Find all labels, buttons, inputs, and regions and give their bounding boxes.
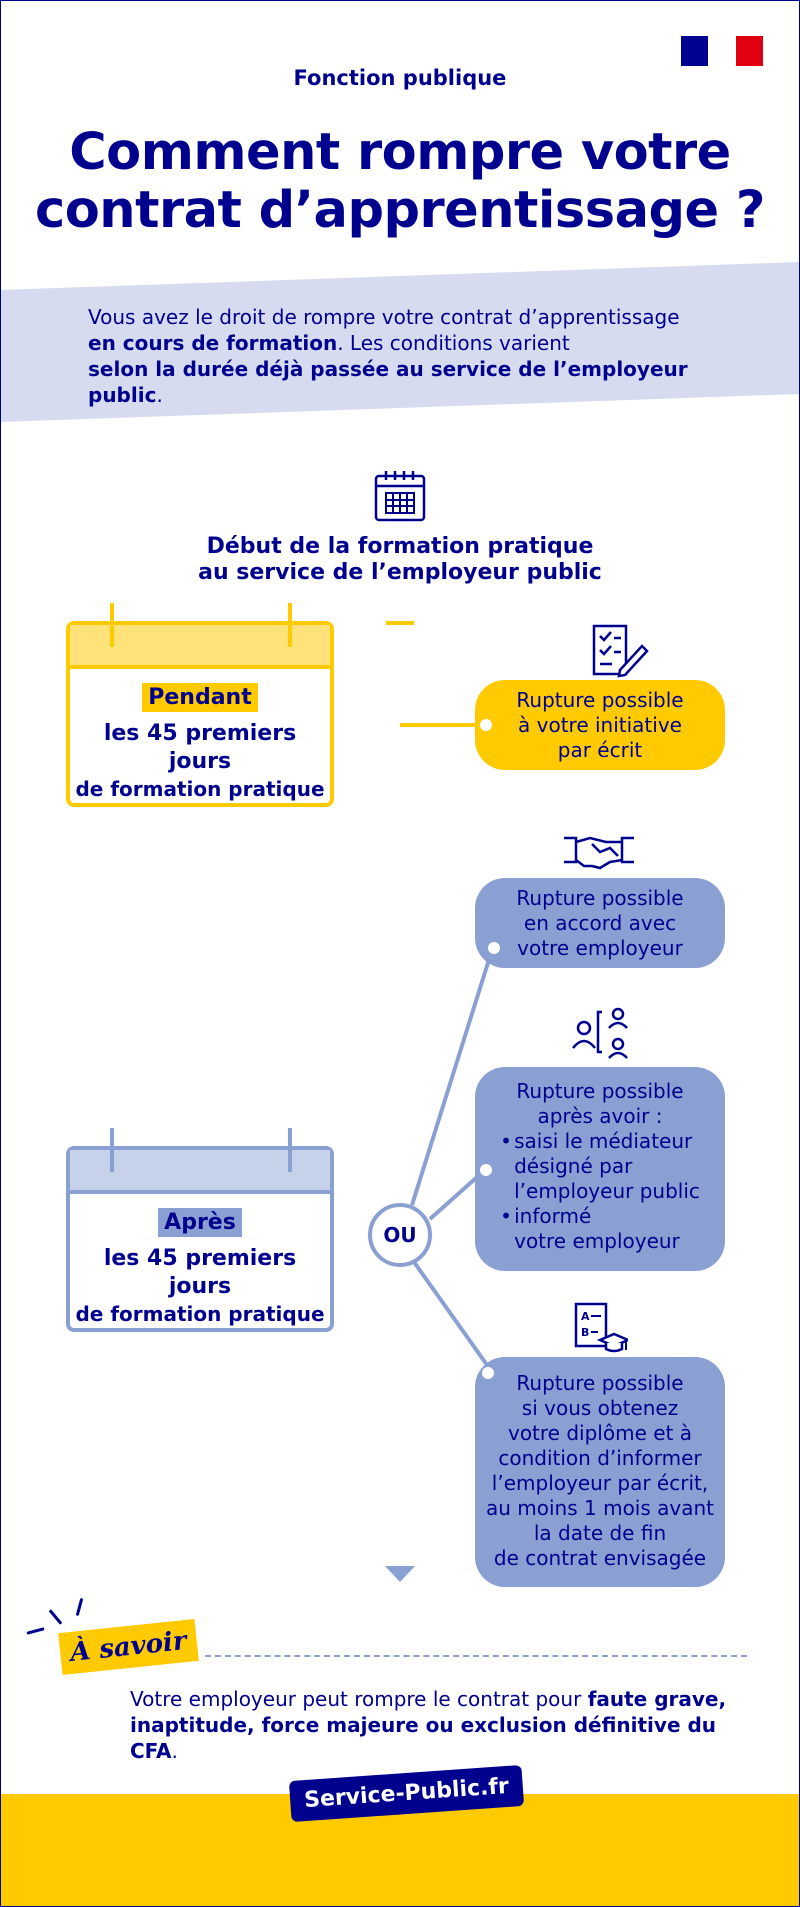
card-during-tag: Pendant bbox=[142, 683, 258, 712]
exam-diploma-icon: A B bbox=[574, 1302, 628, 1353]
mediation-people-icon bbox=[572, 1007, 628, 1059]
intro-text: Vous avez le droit de rompre votre contr… bbox=[88, 305, 688, 407]
page-title: Comment rompre votre contrat d’apprentis… bbox=[0, 124, 800, 240]
signed-document-icon bbox=[592, 624, 649, 678]
bubble-rupture-agreement: Rupture possible en accord avec votre em… bbox=[475, 878, 725, 968]
bubble-rupture-diploma: Rupture possible si vous obtenez votre d… bbox=[475, 1357, 725, 1587]
handshake-icon bbox=[564, 836, 634, 870]
a-savoir-note: Votre employeur peut rompre le contrat p… bbox=[130, 1687, 727, 1763]
republique-francaise-logo bbox=[681, 36, 763, 66]
branch-diploma bbox=[412, 1260, 494, 1374]
timeline-heading: Début de la formation pratique au servic… bbox=[198, 534, 602, 585]
svg-text:A: A bbox=[581, 1310, 590, 1323]
or-badge: OU bbox=[368, 1203, 432, 1267]
calendar-icon bbox=[374, 471, 426, 522]
title-line-2: contrat d’apprentissage ? bbox=[35, 181, 765, 240]
bubble-rupture-initiative: Rupture possible à votre initiative par … bbox=[475, 680, 725, 770]
card-during-45-days: Pendant les 45 premiers jours de formati… bbox=[66, 603, 334, 807]
card-after-tag: Après bbox=[158, 1208, 242, 1237]
card-after-45-days: Après les 45 premiers jours de formation… bbox=[66, 1128, 334, 1332]
branch-agreement bbox=[410, 949, 494, 1206]
a-savoir-divider bbox=[205, 1655, 747, 1657]
bubble-rupture-mediator: Rupture possible après avoir : saisi le … bbox=[475, 1067, 725, 1271]
svg-text:B: B bbox=[581, 1326, 589, 1339]
timeline-arrowhead bbox=[385, 1566, 415, 1582]
title-line-1: Comment rompre votre bbox=[69, 123, 731, 182]
intro-band bbox=[0, 262, 800, 422]
kicker: Fonction publique bbox=[293, 66, 507, 90]
